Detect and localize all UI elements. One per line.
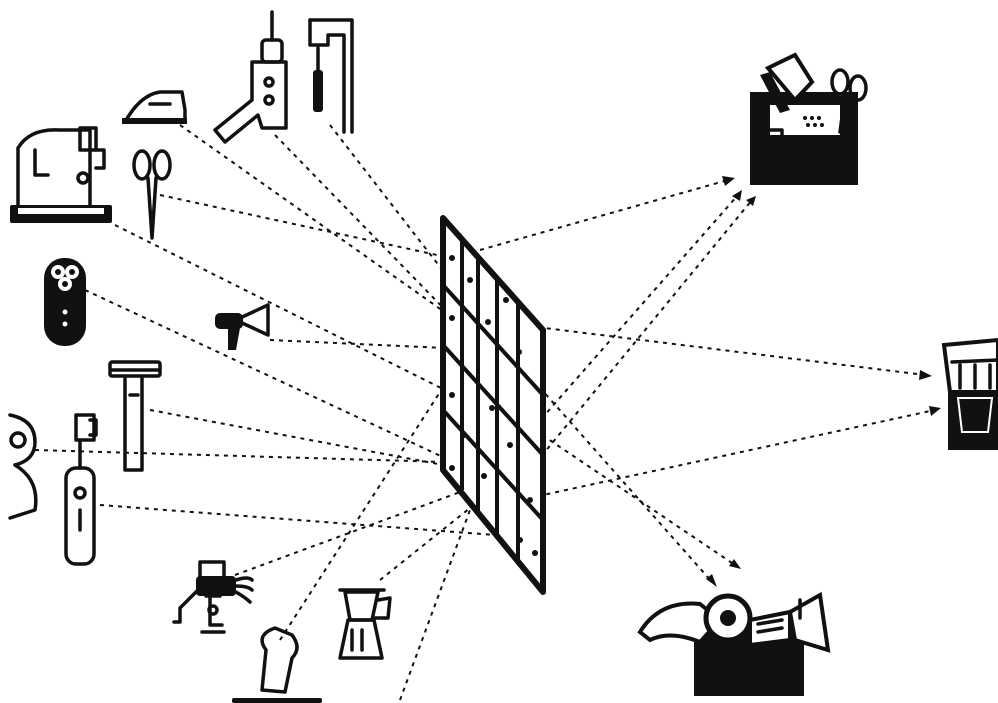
- line-grid-tools-1: [480, 180, 728, 250]
- electric-shaver-icon: [44, 258, 86, 346]
- tape-roll-icon: [10, 415, 36, 518]
- line-grid-kitchen-2: [520, 410, 935, 500]
- line-iron-grid: [180, 125, 470, 330]
- iron-icon: [122, 92, 187, 124]
- moka-pot-small-icon: [340, 590, 390, 658]
- arrow-heads: [706, 176, 941, 587]
- line-grid-kitchen-1: [520, 325, 925, 375]
- line-toothbrush-grid: [100, 505, 495, 535]
- sorting-grid: [443, 218, 543, 592]
- air-horn-icon: [215, 305, 268, 350]
- tools-box-icon: [750, 55, 866, 185]
- scissors-icon: [134, 151, 170, 238]
- line-scissors-grid: [160, 195, 460, 260]
- drill-icon: [215, 12, 286, 142]
- meat-grinder-icon: [174, 562, 252, 632]
- mixed-box-icon: [640, 595, 828, 696]
- clamp-icon: [310, 20, 352, 132]
- kitchen-box-icon: [944, 340, 998, 450]
- sewing-machine-icon: [10, 128, 112, 223]
- line-tape-grid: [35, 450, 445, 462]
- line-drill-grid: [275, 135, 455, 320]
- line-grid-tools-3: [530, 200, 752, 470]
- line-sewing-grid: [115, 225, 465, 400]
- line-grid-mixed-2: [520, 420, 735, 565]
- electric-toothbrush-icon: [66, 415, 96, 564]
- toast-icon: [232, 628, 322, 703]
- line-bottom-grid: [400, 510, 470, 700]
